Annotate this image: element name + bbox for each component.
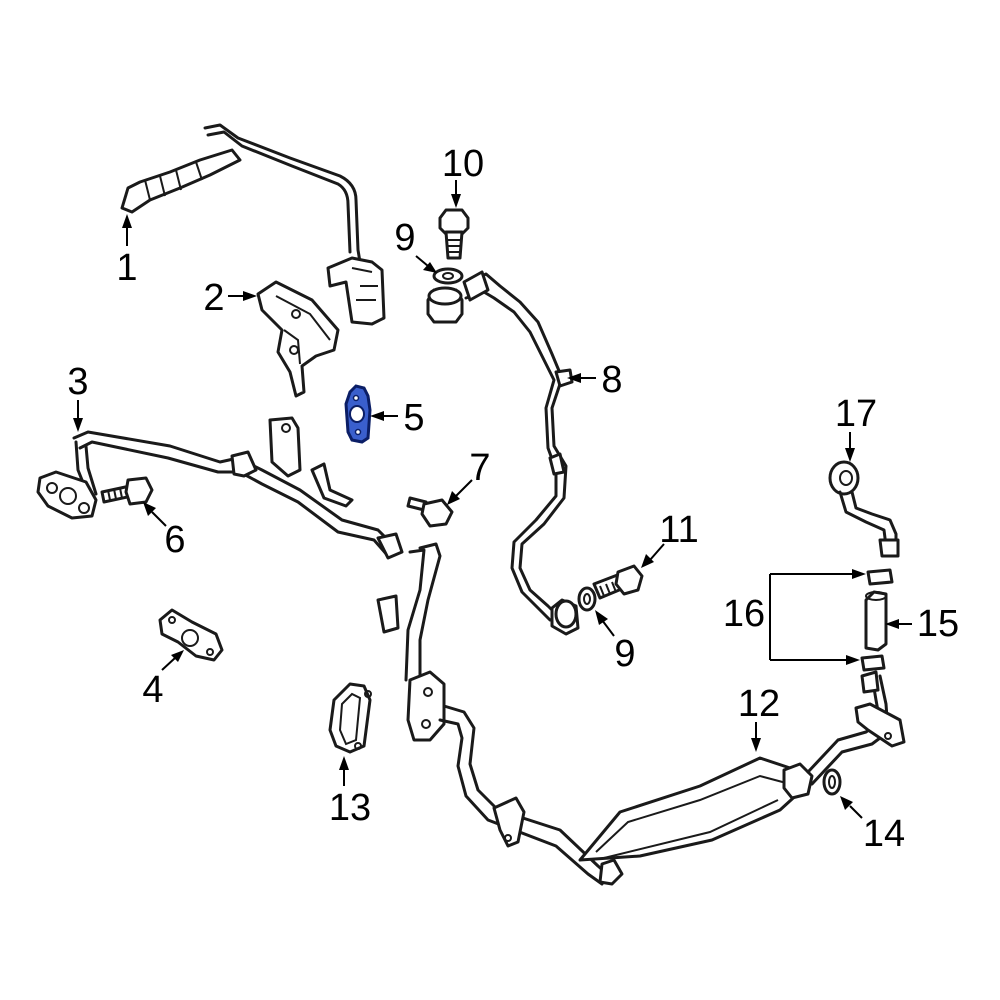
callout-11: 11 xyxy=(659,509,698,551)
callout-2: 2 xyxy=(203,277,224,319)
callout-8: 8 xyxy=(601,359,622,401)
callout-13: 13 xyxy=(329,787,371,829)
callout-6: 6 xyxy=(164,519,185,561)
callout-16: 16 xyxy=(723,593,765,635)
part-15-hose[interactable] xyxy=(864,590,888,652)
banjo-fitting-lower xyxy=(550,598,580,636)
part-14-washer[interactable] xyxy=(822,768,842,796)
callout-5: 5 xyxy=(403,397,424,439)
part-3-oil-feed-line[interactable] xyxy=(36,416,404,560)
callout-7: 7 xyxy=(469,447,490,489)
callout-4: 4 xyxy=(142,669,163,711)
part-8-coolant-line[interactable] xyxy=(462,270,574,622)
part-11-banjo-bolt[interactable] xyxy=(592,564,644,600)
part-5-gasket-highlighted[interactable] xyxy=(344,384,372,444)
callout-14: 14 xyxy=(863,813,905,855)
part-4-gasket[interactable] xyxy=(158,608,224,662)
part-2-bracket[interactable] xyxy=(256,280,340,398)
banjo-fitting-upper xyxy=(426,286,464,324)
callout-15: 15 xyxy=(917,603,959,645)
callout-10: 10 xyxy=(442,143,484,185)
callout-9-upper: 9 xyxy=(394,217,415,259)
callout-1: 1 xyxy=(116,247,137,289)
callout-12: 12 xyxy=(738,683,780,725)
part-9b-washer[interactable] xyxy=(577,586,597,612)
callout-leaders xyxy=(73,180,912,819)
part-12-tube-assembly[interactable] xyxy=(376,542,906,886)
part-9a-washer[interactable] xyxy=(432,267,464,285)
part-1-oxygen-sensor[interactable] xyxy=(120,123,386,326)
part-13-gasket[interactable] xyxy=(328,682,372,754)
part-7-bolt[interactable] xyxy=(406,496,454,528)
callout-3: 3 xyxy=(67,361,88,403)
callout-labels: 1 2 3 4 5 6 7 8 9 9 10 11 12 13 14 15 16… xyxy=(67,143,959,855)
part-10-banjo-bolt[interactable] xyxy=(438,208,470,260)
callout-17: 17 xyxy=(835,393,877,435)
part-17-tube[interactable] xyxy=(828,460,900,558)
part-6-bolt[interactable] xyxy=(100,476,154,506)
callout-9-lower: 9 xyxy=(614,633,635,675)
part-16-hose-clamps[interactable] xyxy=(860,568,894,672)
